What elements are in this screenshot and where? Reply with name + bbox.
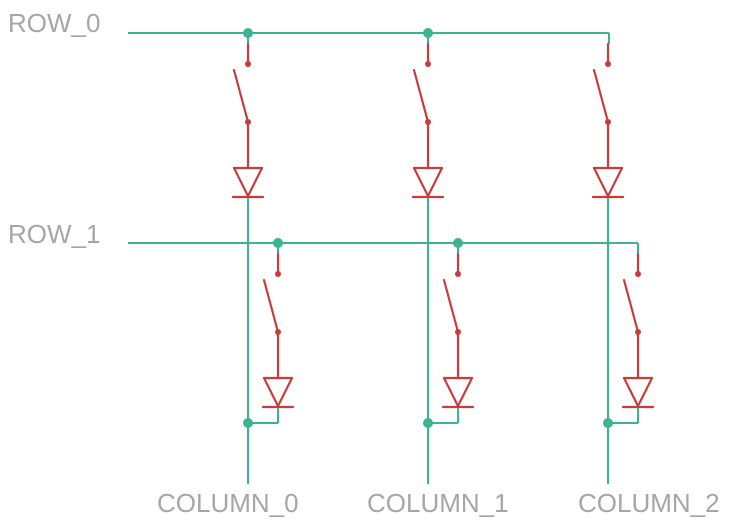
switch-diode-r0-c2: [591, 42, 625, 199]
column-1-label: COLUMN_1: [367, 488, 509, 518]
junction-dot: [423, 418, 433, 428]
switch-diode-r0-c1: [411, 33, 445, 199]
junction-dot: [603, 418, 613, 428]
row-0-label: ROW_0: [8, 8, 100, 38]
switch-diode-r1-c0: [248, 243, 295, 424]
column-2-label: COLUMN_2: [578, 488, 720, 518]
switch-diode-r1-c2: [608, 252, 655, 424]
switch-diode-r0-c0: [231, 33, 265, 199]
switch-diode-r1-c1: [428, 243, 475, 424]
row-1-label: ROW_1: [8, 219, 100, 249]
column-0-label: COLUMN_0: [157, 488, 299, 518]
junction-dot: [243, 418, 253, 428]
